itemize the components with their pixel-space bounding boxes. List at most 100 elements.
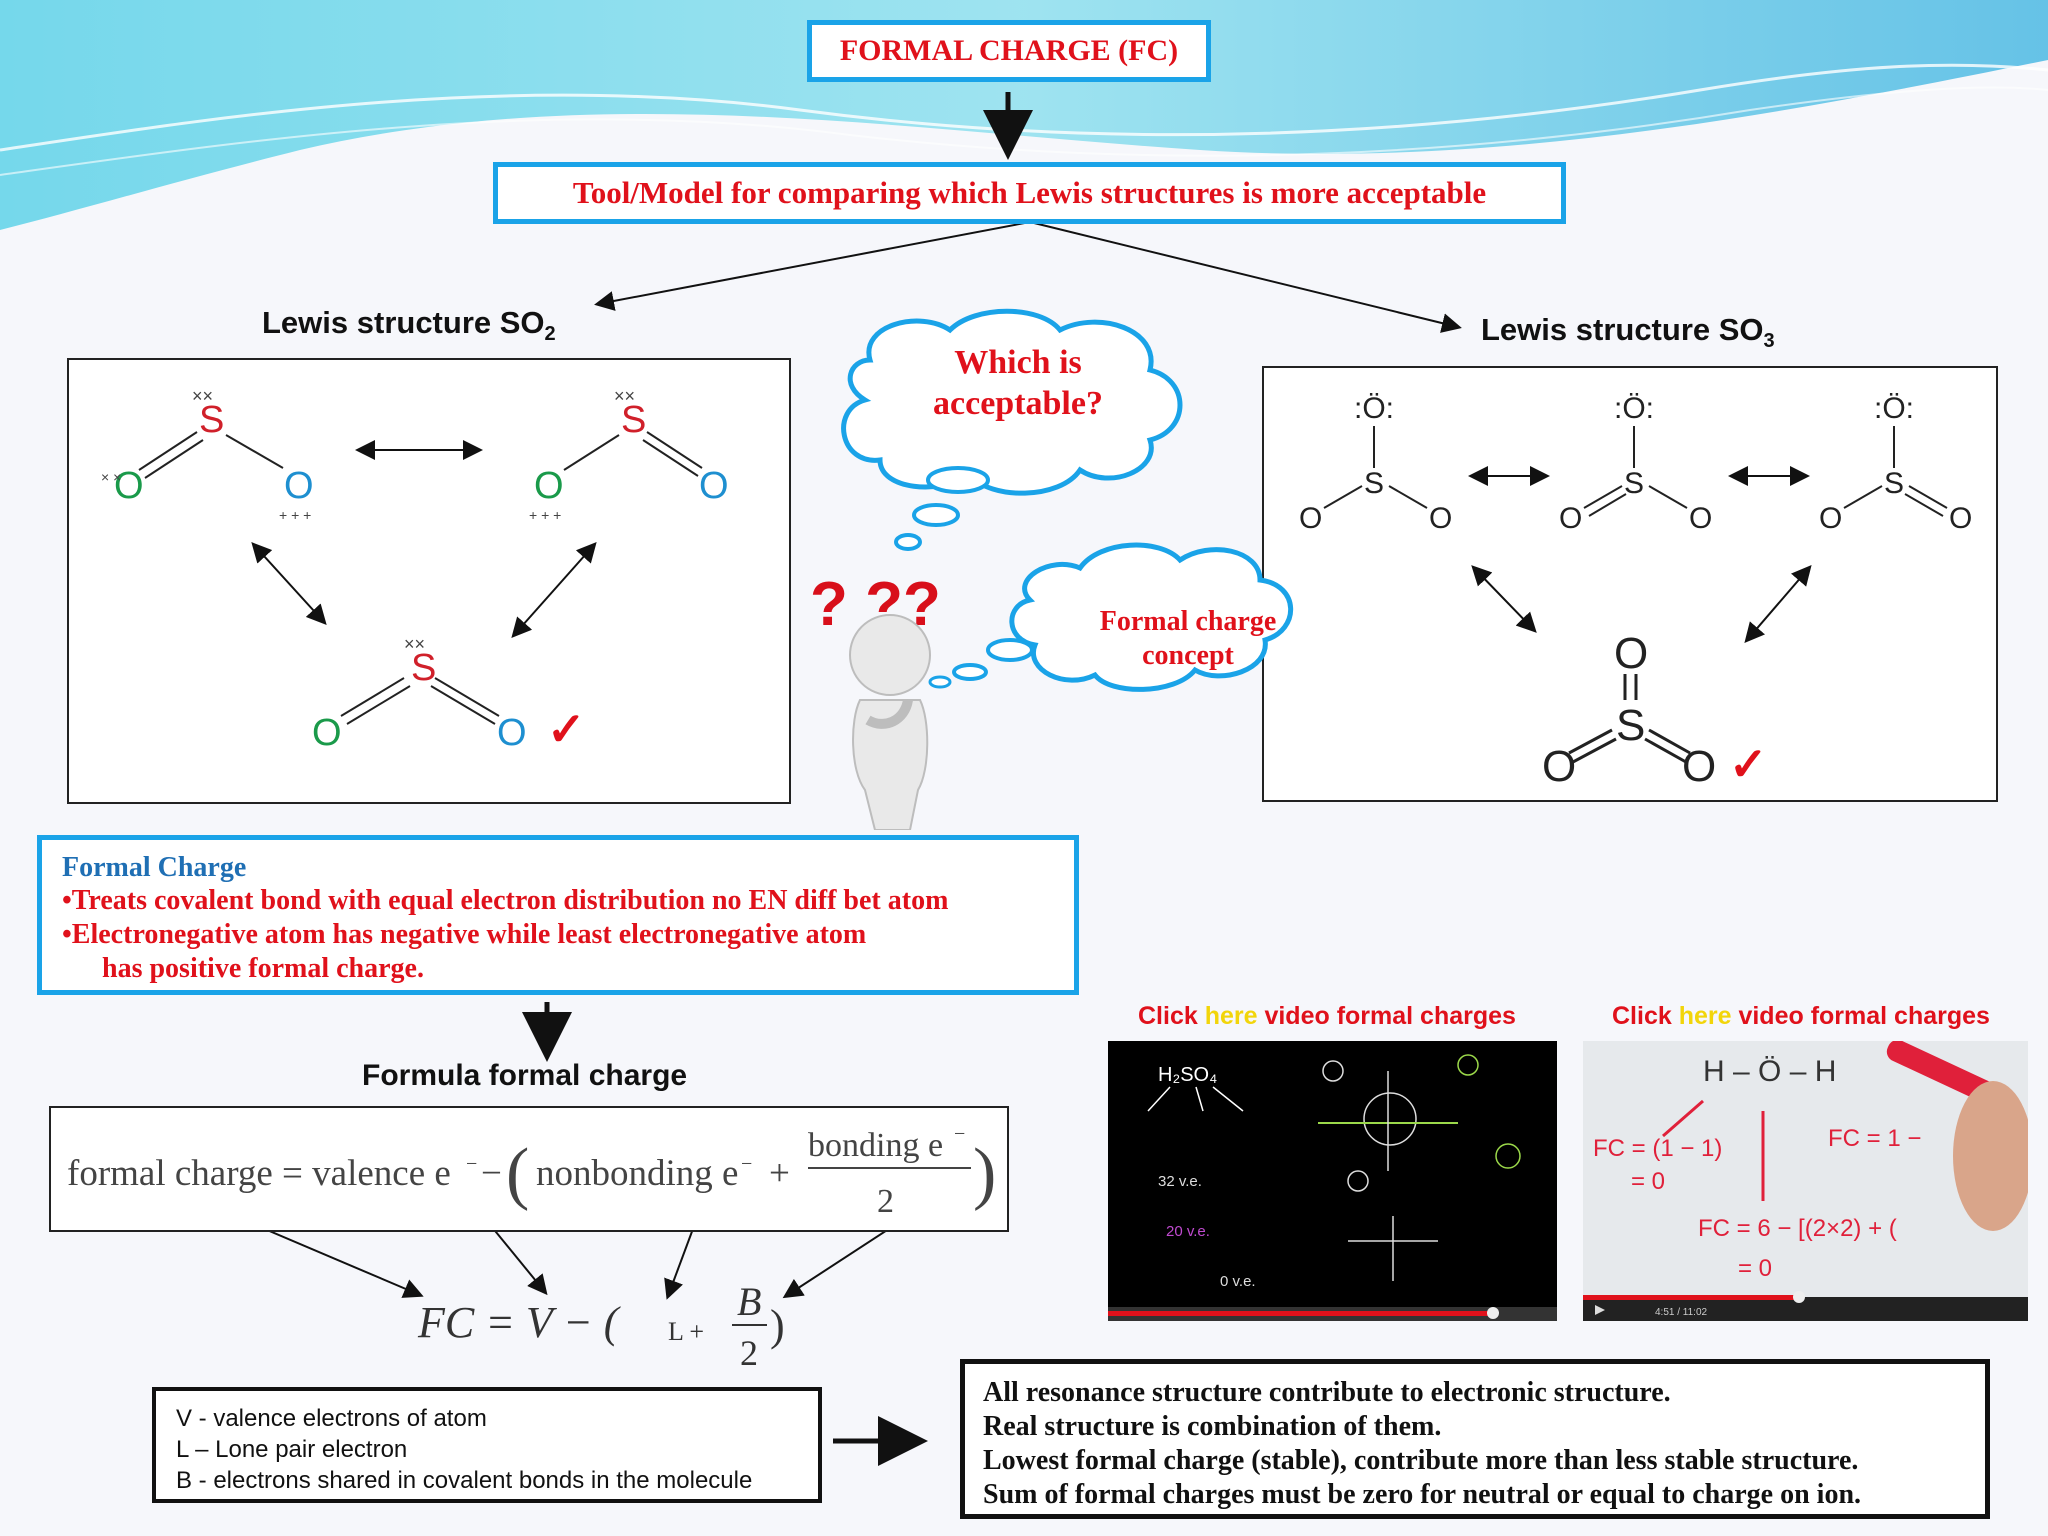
oxygen-atom: :Ö: [1354, 392, 1394, 425]
video-link-2-here[interactable]: here [1678, 1002, 1732, 1030]
video-2-frame: H – Ö – H FC = (1 − 1) = 0 FC = 6 − [(2×… [1583, 1039, 2033, 1321]
video-link-1-title[interactable]: Click here video formal charges [1138, 1002, 1516, 1031]
formula-short-close: ) [770, 1301, 785, 1350]
svg-text:−: − [741, 1153, 752, 1175]
video-2-board-text: H – Ö – H [1703, 1055, 1836, 1088]
formula-bonding: bonding e [808, 1127, 943, 1164]
so2-structures-panel: S ×× O O × × + + + S ×× O O + + + S ×× [67, 358, 791, 804]
so3-structure-1: :Ö: S O O [1299, 392, 1452, 535]
formula-short-lhs: FC = V − ( [417, 1298, 621, 1347]
video-1-frame: H₂SO₄ 32 v.e. 20 v.e. 0 v.e. [1108, 1054, 1557, 1321]
so2-heading: Lewis structure SO2 [262, 305, 556, 346]
question-cloud-line1: Which is [954, 344, 1082, 381]
so3-heading-text: Lewis structure SO [1481, 312, 1764, 347]
thinking-figure [849, 614, 931, 830]
oxygen-atom: :Ö: [1874, 392, 1914, 425]
definition-title: Formal Charge [62, 852, 247, 883]
so2-heading-subscript: 2 [544, 323, 556, 346]
legend-line-3: B - electrons shared in covalent bonds i… [176, 1467, 753, 1494]
formula-short-two: 2 [740, 1333, 758, 1373]
video-link-1-suffix: video formal charges [1257, 1002, 1516, 1030]
so3-structure-2: :Ö: S O O [1559, 392, 1712, 535]
oxygen-atom: O [114, 465, 144, 507]
variable-legend-box: V - valence electrons of atom L – Lone p… [152, 1387, 822, 1503]
lone-pair: ×× [192, 386, 213, 406]
oxygen-atom: :Ö: [1614, 392, 1654, 425]
oxygen-atom: O [534, 465, 564, 507]
svg-text:−: − [466, 1153, 477, 1175]
check-mark: ✓ [1729, 738, 1768, 790]
summary-line-1: All resonance structure contribute to el… [983, 1377, 1671, 1408]
formula-short-l: L + [668, 1317, 704, 1346]
oxygen-atom: O [312, 712, 342, 754]
formula-short-b: B [737, 1279, 761, 1324]
oxygen-atom: O [1299, 502, 1322, 535]
oxygen-atom: O [1682, 742, 1716, 791]
so3-structure-4: O S O O ✓ [1542, 629, 1768, 791]
svg-text:+ + +: + + + [279, 507, 311, 523]
oxygen-atom: O [1542, 742, 1576, 791]
sulfur-atom: S [1616, 701, 1645, 750]
lone-pair: ×× [404, 634, 425, 654]
oxygen-atom: O [1429, 502, 1452, 535]
video-link-2-title[interactable]: Click here video formal charges [1612, 1002, 1990, 1031]
oxygen-atom: O [1819, 502, 1842, 535]
oxygen-atom: O [284, 465, 314, 507]
so2-resonance-diagram: S ×× O O × × + + + S ×× O O + + + S ×× [101, 386, 729, 755]
sulfur-atom: S [1624, 467, 1644, 500]
video-1-note-2: 20 v.e. [1166, 1223, 1210, 1240]
so2-structure-1: S ×× O O × × + + + [101, 386, 314, 523]
video-2-note-3: FC = 6 − [(2×2) + ( [1698, 1215, 1897, 1242]
legend-line-2: L – Lone pair electron [176, 1436, 408, 1463]
video-2-progress[interactable] [1583, 1295, 1799, 1300]
video-link-2-suffix: video formal charges [1731, 1002, 1990, 1030]
svg-text:(: ( [506, 1135, 529, 1212]
so3-resonance-diagram: :Ö: S O O :Ö: S O O [1299, 392, 1972, 791]
sulfur-atom: S [199, 399, 224, 441]
video-1-note-1: 32 v.e. [1158, 1173, 1202, 1190]
concept-cloud [1009, 542, 1294, 692]
legend-line-1: V - valence electrons of atom [176, 1405, 487, 1432]
summary-line-4: Sum of formal charges must be zero for n… [983, 1479, 1862, 1510]
video-2-note-5: FC = 1 − [1828, 1125, 1921, 1152]
formula-nonbonding: nonbonding e [536, 1153, 738, 1194]
video-1-board-text: H₂SO₄ [1158, 1064, 1217, 1086]
video-1-progress[interactable] [1108, 1311, 1493, 1316]
oxygen-atom: O [1689, 502, 1712, 535]
oxygen-atom: O [699, 465, 729, 507]
lone-pair: ×× [614, 386, 635, 406]
formula-long-box: formal charge = valence e − − ( nonbondi… [49, 1106, 1009, 1232]
so3-heading-subscript: 3 [1763, 330, 1775, 353]
oxygen-atom: O [1949, 502, 1972, 535]
formula-long-expression: formal charge = valence e − − ( nonbondi… [67, 1123, 996, 1220]
svg-text:× ×: × × [101, 469, 121, 485]
concept-cloud-line2: concept [1142, 640, 1234, 671]
sulfur-atom: S [621, 399, 646, 441]
video-player-1[interactable]: H₂SO₄ 32 v.e. 20 v.e. 0 v.e. [1108, 1041, 1557, 1321]
so2-structure-3: S ×× O O ✓ [312, 634, 586, 755]
sulfur-atom: S [1364, 467, 1384, 500]
so3-heading: Lewis structure SO3 [1481, 312, 1775, 353]
concept-cloud-line1: Formal charge [1100, 606, 1277, 637]
so2-heading-text: Lewis structure SO [262, 305, 545, 340]
video-link-2-prefix: Click [1612, 1002, 1679, 1030]
oxygen-atom: O [1614, 629, 1648, 678]
video-player-2[interactable]: H – Ö – H FC = (1 − 1) = 0 FC = 6 − [(2×… [1583, 1039, 2033, 1321]
formal-charge-definition-box: Formal Charge •Treats covalent bond with… [37, 835, 1079, 995]
oxygen-atom: O [497, 712, 527, 754]
video-link-1-here[interactable]: here [1204, 1002, 1258, 1030]
summary-line-2: Real structure is combination of them. [983, 1411, 1442, 1442]
so2-structure-2: S ×× O O + + + [529, 386, 729, 523]
question-cloud [841, 308, 1183, 496]
svg-text:): ) [973, 1135, 996, 1212]
thinker-illustration: Which is acceptable? Formal charge conce… [810, 308, 1294, 830]
formula-minus: − [481, 1153, 502, 1194]
definition-line-3: has positive formal charge. [102, 953, 424, 984]
video-2-note-1: FC = (1 − 1) [1593, 1135, 1722, 1162]
video-2-time: 4:51 / 11:02 [1655, 1307, 1708, 1318]
video-link-1-prefix: Click [1138, 1002, 1205, 1030]
tool-description-box: Tool/Model for comparing which Lewis str… [493, 162, 1566, 224]
formula-lhs: formal charge = valence e [67, 1153, 451, 1194]
sulfur-atom: S [1884, 467, 1904, 500]
oxygen-atom: O [1559, 502, 1582, 535]
